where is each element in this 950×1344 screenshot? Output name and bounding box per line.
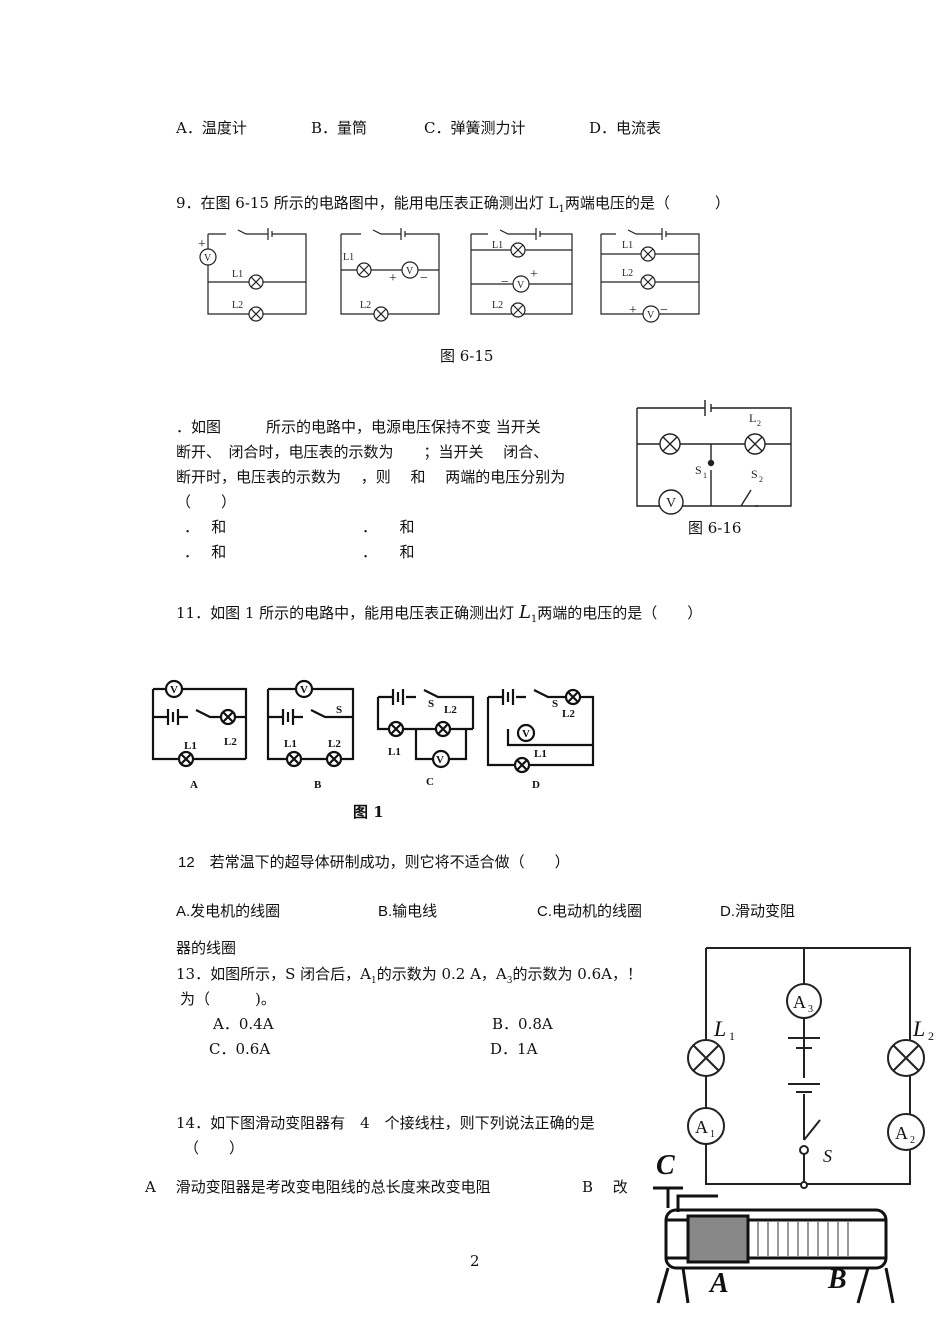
svg-text:3: 3 — [808, 1004, 813, 1015]
q10-line-1: ．如图 所示的电路中，电源电压保持不变 当开关 — [176, 418, 541, 436]
svg-text:S: S — [823, 1146, 832, 1166]
svg-text:C: C — [656, 1150, 675, 1181]
svg-text:V: V — [204, 253, 212, 264]
rheostat-figure: C A B — [653, 1150, 895, 1304]
q14-option-a: A 滑动变阻器是考改变电阻线的总长度来改变电阻 — [145, 1178, 491, 1196]
svg-text:L2: L2 — [224, 736, 237, 748]
q11-stem: 11．如图 1 所示的电路中，能用电压表正确测出灯 L1两端的电压的是（ ） — [176, 602, 703, 626]
svg-text:V: V — [436, 754, 444, 766]
svg-text:L1: L1 — [534, 748, 547, 760]
svg-text:S: S — [751, 467, 758, 481]
fig-6-16-caption: 图 6-16 — [688, 519, 742, 537]
svg-text:L2: L2 — [444, 704, 457, 716]
fig-6-15-caption: 图 6-15 — [440, 347, 494, 365]
svg-text:2: 2 — [759, 475, 763, 484]
svg-text:1: 1 — [729, 1029, 735, 1043]
q12-option-a: A.发电机的线圈 — [176, 903, 281, 920]
q14-option-b: B 改 — [582, 1178, 628, 1196]
svg-text:L1: L1 — [492, 240, 503, 251]
svg-text:V: V — [406, 266, 414, 277]
svg-text:2: 2 — [757, 419, 761, 428]
page-number: 2 — [470, 1252, 480, 1270]
svg-text:2: 2 — [910, 1135, 915, 1146]
svg-text:+: + — [198, 237, 206, 252]
q10-line-4: （ ） — [176, 493, 237, 511]
q13-option-c: C．0.6A — [209, 1040, 271, 1058]
q10-line-3: 断开时，电压表的示数为 ，则 和 两端的电压分别为 — [176, 468, 566, 486]
q13-line-2: 为（ )。 — [180, 990, 276, 1008]
svg-text:L1: L1 — [284, 738, 297, 750]
svg-text:1: 1 — [710, 1129, 715, 1140]
q13-option-a: A．0.4A — [213, 1015, 274, 1033]
svg-text:−: − — [420, 271, 428, 286]
svg-text:L: L — [912, 1016, 925, 1041]
svg-text:−: − — [501, 275, 509, 290]
q12-stem: 12 若常温下的超导体研制成功，则它将不适合做（ ） — [178, 854, 570, 871]
svg-text:V: V — [522, 728, 530, 740]
q13-option-b: B．0.8A — [492, 1015, 553, 1033]
svg-text:L1: L1 — [622, 240, 633, 251]
q10-option-b: ． 和 — [362, 518, 415, 536]
q13-stem: 13．如图所示，S 闭合后，A1的示数为 0.2 A，A3的示数为 0.6A，！ — [176, 965, 642, 986]
svg-text:S: S — [336, 704, 342, 716]
q10-option-c: ． 和 — [184, 543, 227, 561]
svg-text:−: − — [660, 303, 668, 318]
fig1-label-c: C — [426, 776, 434, 788]
q12-option-d: D.滑动变阻 — [720, 903, 796, 920]
svg-text:2: 2 — [928, 1029, 934, 1043]
svg-text:+: + — [629, 303, 637, 318]
q8-option-a: A．温度计 — [176, 119, 247, 137]
svg-text:S: S — [428, 698, 434, 710]
q8-option-c: C．弹簧测力计 — [424, 119, 526, 137]
svg-text:V: V — [517, 280, 525, 291]
q10-line-2: 断开、 闭合时，电压表的示数为 ；当开关 闭合、 — [176, 443, 549, 461]
q12-option-d-cont: 器的线圈 — [176, 940, 237, 957]
svg-text:L2: L2 — [492, 300, 503, 311]
svg-text:L1: L1 — [184, 740, 197, 752]
svg-text:L2: L2 — [360, 300, 371, 311]
q14-paren: （ ） — [184, 1139, 245, 1157]
svg-text:L1: L1 — [232, 269, 243, 280]
svg-text:A: A — [793, 992, 806, 1012]
svg-text:L1: L1 — [343, 252, 354, 263]
q12-option-c: C.电动机的线圈 — [537, 903, 643, 920]
svg-text:L2: L2 — [328, 738, 341, 750]
svg-text:A: A — [895, 1123, 908, 1143]
svg-text:+: + — [389, 271, 397, 286]
figure-1: V L1 L2 V L1 L2 S V L1 L2 S V L1 L2 S A B C D — [151, 679, 595, 791]
fig1-label-b: B — [314, 779, 322, 791]
svg-text:S: S — [552, 698, 558, 710]
svg-text:S: S — [695, 463, 702, 477]
svg-text:V: V — [666, 496, 676, 511]
svg-text:A: A — [708, 1268, 729, 1299]
svg-text:V: V — [170, 684, 178, 696]
q10-option-d: ． 和 — [362, 543, 415, 561]
svg-text:L1: L1 — [388, 746, 401, 758]
svg-text:+: + — [530, 267, 538, 282]
svg-text:L: L — [713, 1016, 726, 1041]
fig1-label-d: D — [532, 779, 540, 791]
svg-text:B: B — [827, 1264, 847, 1295]
q9-stem: 9．在图 6-15 所示的电路图中，能用电压表正确测出灯 L1两端电压的是（ ） — [176, 194, 730, 215]
q8-option-d: D．电流表 — [589, 119, 662, 137]
svg-text:A: A — [695, 1117, 708, 1137]
svg-text:L2: L2 — [232, 300, 243, 311]
q13-option-d: D．1A — [490, 1040, 538, 1058]
q8-option-b: B．量筒 — [311, 119, 368, 137]
svg-text:L2: L2 — [562, 708, 575, 720]
q14-stem: 14．如下图滑动变阻器有 4 个接线柱，则下列说法正确的是 — [176, 1114, 595, 1132]
svg-text:L2: L2 — [622, 268, 633, 279]
svg-text:1: 1 — [703, 471, 707, 480]
svg-text:V: V — [647, 310, 655, 321]
svg-text:L: L — [749, 411, 756, 425]
q10-option-a: ． 和 — [184, 518, 227, 536]
svg-text:V: V — [300, 684, 308, 696]
fig-1-caption: 图 1 — [353, 803, 384, 821]
fig1-label-a: A — [190, 779, 198, 791]
q12-option-b: B.输电线 — [378, 903, 438, 920]
